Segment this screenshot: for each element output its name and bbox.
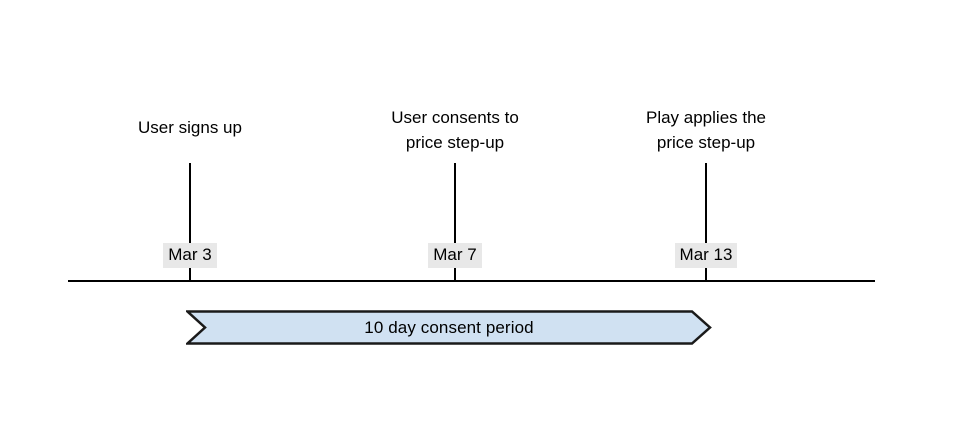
event-date-signup: Mar 3 <box>163 243 217 268</box>
event-tick-apply <box>705 163 707 282</box>
event-date-apply: Mar 13 <box>674 243 738 268</box>
event-date-consent: Mar 7 <box>428 243 482 268</box>
event-label-signup: User signs up <box>138 118 242 137</box>
consent-period-arrow-shape <box>186 310 712 345</box>
event-date-wrap-apply: Mar 13 <box>596 243 816 268</box>
event-label-consent: User consents to price step-up <box>391 108 519 152</box>
consent-period-banner: 10 day consent period <box>186 310 712 345</box>
consent-period-label: 10 day consent period <box>364 317 534 337</box>
event-label-apply: Play applies the price step-up <box>645 108 767 152</box>
event-tick-consent <box>454 163 456 282</box>
timeline-axis-line <box>68 280 875 282</box>
event-tick-signup <box>189 163 191 282</box>
event-date-wrap-consent: Mar 7 <box>345 243 565 268</box>
event-date-wrap-signup: Mar 3 <box>80 243 300 268</box>
